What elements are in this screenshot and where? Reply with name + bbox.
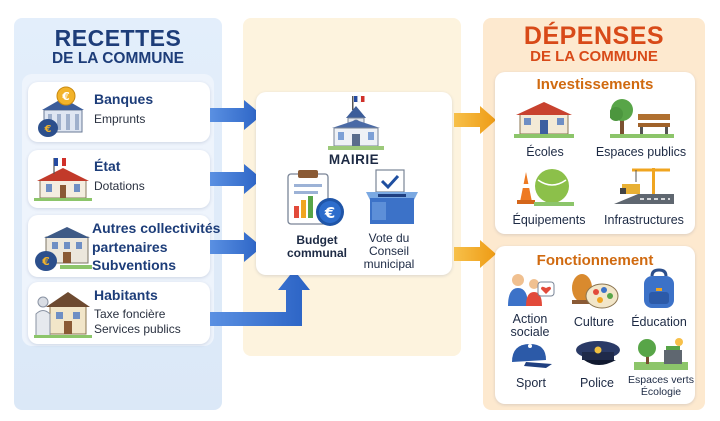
source-line: Services publics (94, 322, 181, 336)
budget-label-line: Budget (296, 233, 338, 247)
source-line: Subventions (92, 257, 177, 273)
item-equipements: Équipements (512, 213, 586, 227)
school-backpack-icon (644, 268, 674, 308)
depenses-title: DÉPENSES (523, 22, 665, 50)
source-title: Habitants (94, 287, 158, 303)
arrow-up-bend-icon (210, 270, 310, 326)
recettes-title: RECETTES (54, 25, 182, 51)
budget-label-line: communal (286, 246, 347, 260)
school-icon (514, 102, 574, 138)
sports-equipment-icon (517, 169, 574, 206)
culture-palette-icon (572, 274, 619, 309)
house-resident-icon (34, 292, 92, 338)
svg-text:€: € (61, 90, 70, 103)
svg-text:€: € (324, 204, 335, 222)
state-building-icon (34, 158, 92, 201)
ballot-box-icon (366, 169, 418, 224)
item-label-line: sociale (510, 325, 550, 339)
source-line: Taxe foncière (94, 307, 166, 321)
arrow-right-icon (210, 164, 262, 194)
item-espaces-verts: Espaces verts Écologie (626, 374, 696, 398)
item-infrastructures: Infrastructures (604, 213, 684, 227)
item-action-sociale: Action sociale (500, 313, 560, 339)
fonctionnement-panel (495, 246, 695, 404)
item-education: Éducation (631, 315, 687, 329)
bank-euro-icon: € € (38, 86, 84, 137)
police-cap-icon (576, 341, 620, 365)
arrow-right-icon (454, 106, 496, 134)
fonctionnement-title: Fonctionnement (536, 252, 654, 269)
source-line: Dotations (94, 179, 145, 193)
infrastructure-crane-icon (614, 168, 674, 204)
arrow-right-icon (454, 240, 496, 268)
vote-label-line: Conseil (368, 244, 410, 258)
investissements-title: Investissements (536, 76, 654, 93)
mairie-label: MAIRIE (328, 152, 380, 167)
source-line: partenaires (92, 239, 168, 255)
recettes-subtitle: DE LA COMMUNE (51, 50, 185, 67)
source-collectivites: € Autres collectivités partenaires Subve… (28, 215, 220, 277)
green-space-icon (634, 338, 688, 370)
svg-text:€: € (44, 124, 52, 135)
source-line: Emprunts (94, 112, 146, 126)
arrow-right-icon (210, 100, 262, 130)
item-police: Police (579, 376, 615, 390)
investissements-panel (495, 72, 695, 234)
source-title: Autres collectivités (92, 220, 221, 236)
item-label-line: Écologie (640, 386, 682, 398)
item-ecoles: Écoles (526, 145, 564, 159)
item-sport: Sport (516, 376, 546, 390)
vote-label-line: municipal (363, 257, 415, 271)
source-banques: € € Banques Emprunts (28, 82, 210, 142)
park-bench-icon (610, 99, 674, 138)
item-label-line: Action (512, 312, 548, 326)
budget-document-icon: € (287, 170, 344, 226)
source-etat: État Dotations (28, 150, 210, 208)
sport-cap-icon (512, 344, 552, 368)
depenses-subtitle: DE LA COMMUNE (530, 48, 658, 65)
source-title: Banques (94, 91, 154, 107)
source-title: État (94, 158, 121, 174)
item-culture: Culture (573, 315, 615, 329)
svg-text:€: € (41, 255, 50, 268)
social-action-icon (508, 274, 555, 306)
budget-label: Budget communal (286, 234, 348, 260)
source-habitants: Habitants Taxe foncière Services publics (28, 282, 210, 344)
town-hall-icon (328, 95, 384, 150)
item-label-line: Espaces verts (628, 374, 694, 386)
vote-label: Vote du Conseil municipal (358, 232, 420, 271)
vote-label-line: Vote du (368, 231, 410, 245)
townhall-euro-icon: € (35, 227, 92, 271)
arrow-right-icon (210, 232, 262, 262)
item-espaces-publics: Espaces publics (595, 145, 687, 159)
